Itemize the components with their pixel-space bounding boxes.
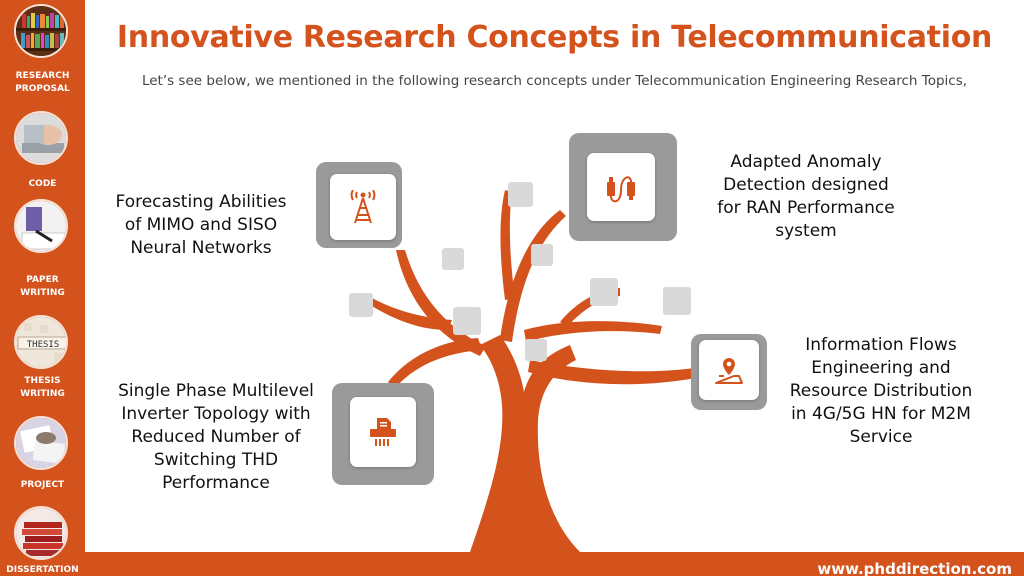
- papers-icon[interactable]: [14, 416, 68, 470]
- sidebar-item-project[interactable]: PROJECT: [20, 480, 65, 490]
- decor-square: [590, 278, 618, 306]
- usb-cable-icon: [607, 176, 635, 203]
- shredder-icon: [370, 418, 396, 446]
- page-title: Innovative Research Concepts in Telecomm…: [116, 20, 993, 55]
- topic-mimo-text: Forecasting Abilities of MIMO and SISO N…: [115, 192, 287, 258]
- svg-text:THESIS: THESIS: [27, 340, 60, 350]
- thesis-blocks-icon[interactable]: THESIS: [14, 315, 68, 369]
- sidebar-item-paper-writing[interactable]: PAPER WRITING: [20, 275, 65, 298]
- decor-square: [663, 287, 691, 315]
- writing-icon[interactable]: [14, 199, 68, 253]
- decor-square: [442, 248, 464, 270]
- sidebar-item-code[interactable]: CODE: [28, 179, 57, 189]
- topic-ran-text: Adapted Anomaly Detection designed for R…: [717, 152, 895, 241]
- decor-square: [525, 339, 547, 361]
- topic-card-ran[interactable]: [569, 133, 677, 241]
- topic-card-inverter[interactable]: [332, 383, 434, 485]
- bookshelf-icon[interactable]: [14, 4, 68, 58]
- decor-square: [349, 293, 373, 317]
- decor-square: [531, 244, 553, 266]
- books-stack-icon[interactable]: [14, 506, 68, 560]
- laptop-icon[interactable]: [14, 111, 68, 165]
- sidebar-item-research-proposal[interactable]: RESEARCH PROPOSAL: [15, 71, 70, 94]
- website-link[interactable]: www.phddirection.com: [817, 560, 1012, 576]
- map-pin-icon: [715, 358, 743, 384]
- sidebar-item-dissertation[interactable]: DISSERTATION: [6, 565, 79, 575]
- sidebar-item-thesis-writing[interactable]: THESIS WRITING: [20, 376, 65, 399]
- topic-inverter-text: Single Phase Multilevel Inverter Topolog…: [118, 381, 314, 493]
- page-subtitle: Let’s see below, we mentioned in the fol…: [141, 73, 968, 89]
- decor-square: [508, 182, 533, 207]
- topic-card-info-flows[interactable]: [691, 334, 767, 410]
- decor-square: [453, 307, 481, 335]
- topic-info-flows-text: Information Flows Engineering and Resour…: [789, 335, 973, 447]
- footer-bar: www.phddirection.com: [85, 552, 1024, 576]
- antenna-tower-icon: [350, 190, 376, 224]
- sidebar: RESEARCH PROPOSAL CODE PAPER WRITING THE…: [0, 0, 85, 576]
- topic-card-mimo[interactable]: [316, 162, 402, 248]
